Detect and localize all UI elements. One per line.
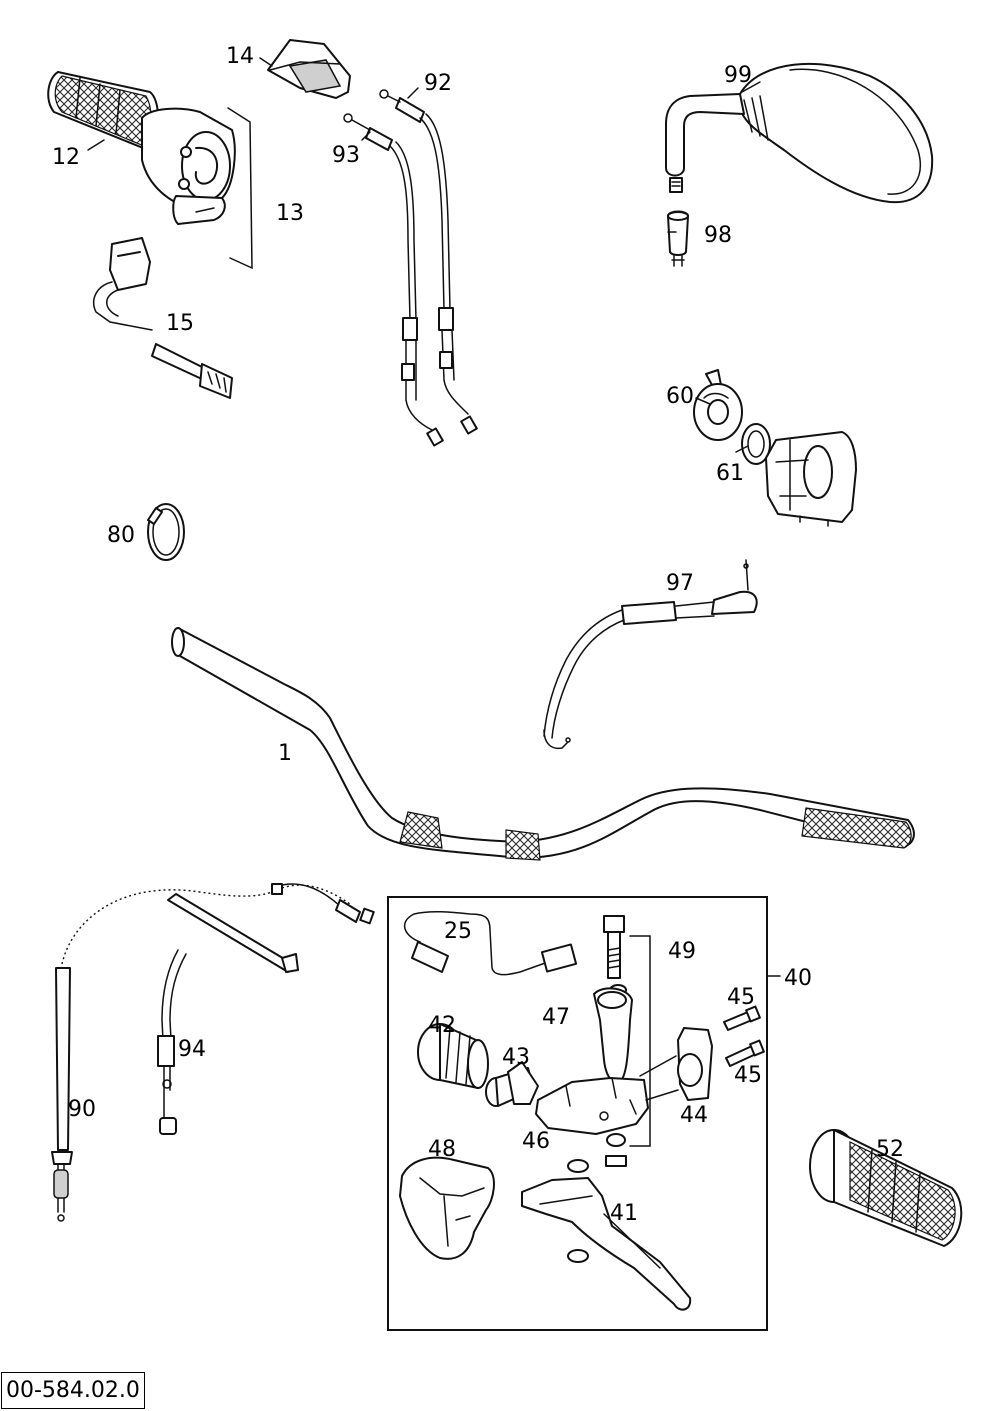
- bolt: [603, 915, 625, 979]
- callout-47: 47: [542, 1005, 570, 1030]
- clamp: [639, 1027, 713, 1101]
- handlebar: [171, 627, 915, 861]
- choke-cable: [543, 559, 758, 750]
- callout-45-upper: 45: [727, 985, 755, 1010]
- lever-cable: [157, 883, 375, 1135]
- assembly-frame: [387, 896, 768, 1331]
- callout-97: 97: [666, 571, 694, 596]
- clutch-lever: [521, 1159, 692, 1311]
- callout-15: 15: [166, 311, 194, 336]
- dust-cover: [399, 1156, 495, 1260]
- callout-12: 12: [52, 145, 80, 170]
- callout-42: 42: [428, 1013, 456, 1038]
- throttle-grip: [47, 71, 159, 151]
- callout-90: 90: [68, 1097, 96, 1122]
- callout-92: 92: [424, 71, 452, 96]
- callout-98: 98: [704, 223, 732, 248]
- mirror-adapter: [667, 210, 689, 267]
- callout-41: 41: [610, 1201, 638, 1226]
- rubber-boot: [417, 1023, 489, 1089]
- throttle-cables: [343, 89, 478, 447]
- lever-housing: [535, 1077, 649, 1135]
- clutch-switch: [403, 910, 578, 976]
- callout-43: 43: [502, 1045, 530, 1070]
- right-grip: [809, 1129, 963, 1247]
- clamp-screw-upper: [723, 1005, 761, 1031]
- switch-bracket: [693, 369, 743, 441]
- clutch-cable: [51, 884, 351, 1222]
- callout-45-lower: 45: [734, 1063, 762, 1088]
- callout-80: 80: [107, 523, 135, 548]
- callout-94: 94: [178, 1037, 206, 1062]
- callout-40: 40: [784, 966, 812, 991]
- callout-25: 25: [444, 919, 472, 944]
- callout-61: 61: [716, 461, 744, 486]
- callout-48: 48: [428, 1137, 456, 1162]
- throttle-cover: [267, 39, 351, 99]
- kill-switch: [92, 237, 233, 399]
- callout-49: 49: [668, 939, 696, 964]
- callout-99: 99: [724, 63, 752, 88]
- callout-93: 93: [332, 143, 360, 168]
- document-code: 00-584.02.0: [1, 1372, 145, 1409]
- clamp-screw-lower: [725, 1039, 765, 1067]
- cable-strap: [147, 503, 185, 561]
- throttle-housing: [141, 107, 253, 270]
- adjuster-screw: [485, 1061, 539, 1107]
- lever-adjuster: [593, 987, 633, 1084]
- callout-52: 52: [876, 1137, 904, 1162]
- o-ring: [741, 423, 771, 465]
- nut: [605, 1133, 627, 1167]
- callout-46: 46: [522, 1129, 550, 1154]
- light-switch: [765, 431, 857, 527]
- assembly-bracket: [629, 935, 651, 1147]
- callout-44: 44: [680, 1103, 708, 1128]
- callout-60: 60: [666, 384, 694, 409]
- callout-13: 13: [276, 201, 304, 226]
- leader-lines: [87, 57, 761, 453]
- callout-14: 14: [226, 44, 254, 69]
- mirror: [665, 62, 934, 204]
- callout-1: 1: [278, 741, 292, 766]
